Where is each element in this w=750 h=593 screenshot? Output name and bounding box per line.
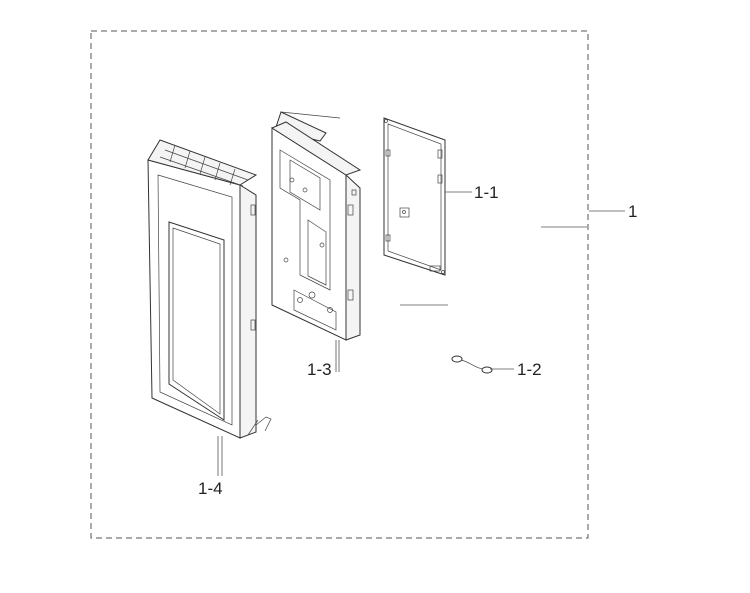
part-control-pcb bbox=[383, 117, 446, 276]
part-cable bbox=[451, 355, 493, 374]
leader-lines bbox=[217, 191, 625, 476]
callout-label-bracket-frame: 1-3 bbox=[307, 360, 332, 379]
callout-label-door-panel: 1-4 bbox=[198, 479, 223, 498]
part-door-panel bbox=[147, 139, 272, 439]
part-bracket-frame bbox=[270, 111, 362, 341]
assembly-boundary-frame bbox=[90, 30, 589, 539]
callout-label-assembly: 1 bbox=[628, 202, 637, 221]
callout-label-control-pcb: 1-1 bbox=[474, 183, 499, 202]
callout-label-cable: 1-2 bbox=[517, 360, 542, 379]
